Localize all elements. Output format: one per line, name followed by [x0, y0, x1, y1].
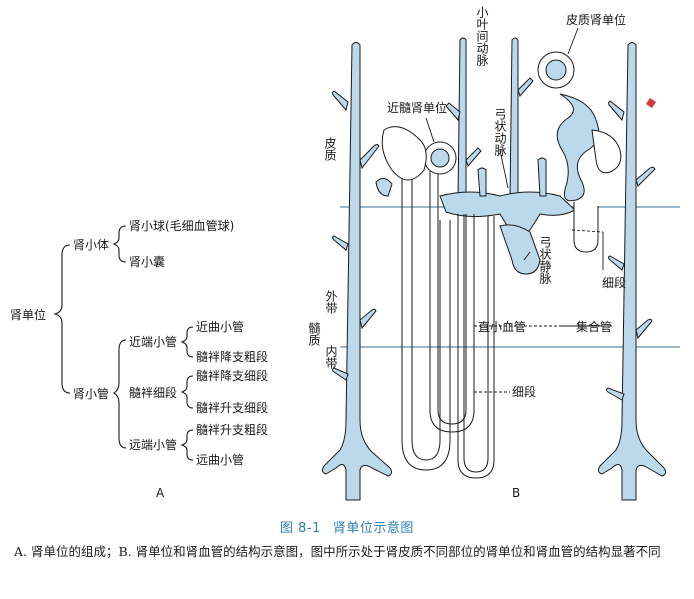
label-interlobular-artery: 小叶间动脉 — [475, 6, 489, 66]
label-distal-convoluted: 远曲小管 — [196, 452, 244, 467]
right-vessel-tree — [597, 42, 667, 501]
brace-root — [53, 244, 71, 394]
label-renal-tubule: 肾小管 — [73, 386, 109, 401]
brace-proximal — [180, 326, 194, 358]
panel-b-illustration — [321, 27, 680, 501]
panel-a-letter: A — [156, 486, 165, 500]
figure-number: 图 8-1 — [280, 521, 321, 536]
panel-b-labels: 小叶间动脉 皮质肾单位 近髓肾单位 弓状动脉 弓状静脉 皮质 外带 髓质 内带 … — [307, 6, 626, 500]
cortical-nephron — [537, 51, 622, 253]
panel-b-letter: B — [512, 486, 520, 500]
label-medulla: 髓质 — [307, 322, 321, 346]
left-vessel-tree — [321, 42, 393, 501]
arcuate-vein-shape — [499, 224, 541, 275]
juxtamedullary-loops — [401, 150, 495, 479]
brace-tubule — [112, 339, 127, 449]
label-glomerulus: 肾小球(毛细血管球) — [129, 218, 234, 233]
label-loop-thin: 髓袢细段 — [129, 385, 177, 400]
panel-a-labels: 肾单位 肾小体 肾小球(毛细血管球) 肾小囊 肾小管 近端小管 近曲小管 髓袢降… — [10, 218, 268, 500]
label-cortical-nephron: 皮质肾单位 — [566, 12, 626, 27]
label-proximal-tubule: 近端小管 — [129, 334, 177, 349]
label-proximal-convoluted: 近曲小管 — [196, 319, 244, 334]
brace-corpuscle — [112, 225, 127, 263]
label-capsule: 肾小囊 — [129, 254, 165, 269]
figure-title: 图 8-1 肾单位示意图 — [0, 517, 694, 536]
leader-lines — [425, 27, 612, 393]
figure-caption: A. 肾单位的组成；B. 肾单位和肾血管的结构示意图，图中所示处于肾皮质不同部位… — [14, 544, 661, 559]
juxtamedullary-glomerulus — [375, 126, 457, 197]
label-arcuate-artery: 弓状动脉 — [493, 108, 507, 156]
interlobular-arteries — [445, 37, 534, 201]
red-marker — [646, 98, 656, 108]
label-vasa-recta: 直小血管 — [478, 319, 526, 334]
label-thin-segment-right: 细段 — [602, 275, 626, 290]
label-collecting-duct: 集合管 — [576, 319, 612, 334]
label-distal-tubule: 远端小管 — [129, 437, 177, 452]
label-thick-ascending: 髓袢升支粗段 — [196, 422, 268, 437]
label-thin-ascending: 髓袢升支细段 — [196, 400, 268, 415]
label-thin-descending: 髓袢降支细段 — [196, 368, 268, 383]
label-juxtamedullary-nephron: 近髓肾单位 — [387, 100, 447, 115]
figure-title-text: 肾单位示意图 — [332, 521, 414, 536]
panel-a-tree — [53, 225, 194, 461]
label-outer-zone: 外带 — [324, 290, 338, 314]
label-thin-segment-lower: 细段 — [512, 384, 536, 399]
brace-thin-loop — [180, 375, 194, 409]
label-cortex: 皮质 — [323, 137, 337, 161]
brace-distal — [180, 429, 194, 461]
label-thick-descending: 髓袢降支粗段 — [196, 349, 268, 364]
label-nephron: 肾单位 — [10, 307, 46, 322]
arcuate-vessels — [439, 157, 576, 275]
label-arcuate-vein: 弓状静脉 — [538, 236, 552, 284]
arcuate-artery-shape — [439, 191, 576, 234]
label-inner-zone: 内带 — [324, 345, 338, 369]
label-renal-corpuscle: 肾小体 — [73, 238, 109, 252]
